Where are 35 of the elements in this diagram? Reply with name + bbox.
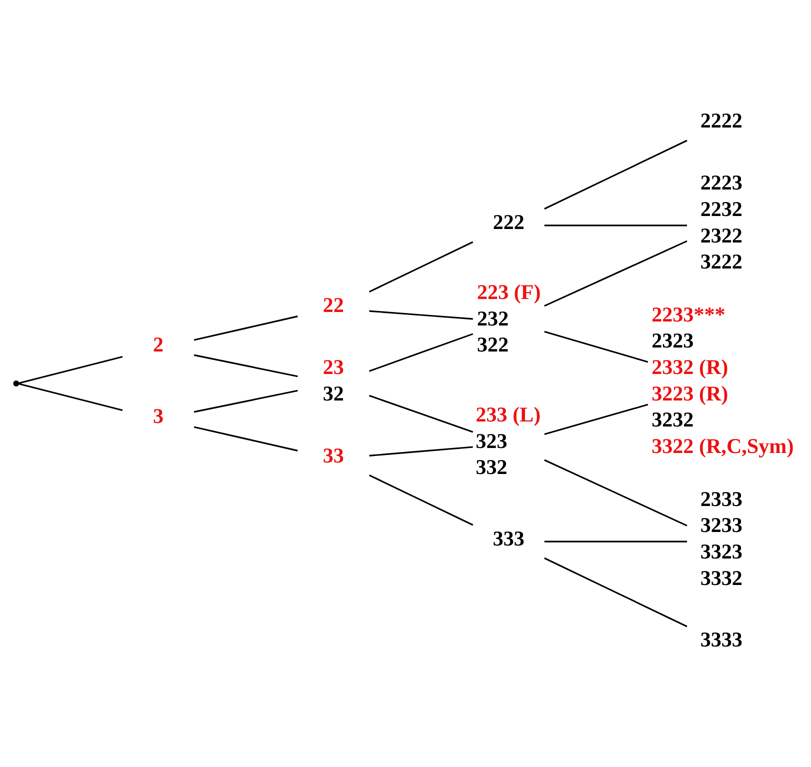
connector	[544, 224, 687, 226]
connector	[369, 310, 473, 320]
connector	[369, 333, 474, 372]
node-text: 33	[322, 443, 344, 468]
connector	[368, 241, 474, 293]
node-text: 22	[322, 293, 344, 318]
connector	[194, 426, 298, 452]
node-text: 2223 2232 2322 3222	[700, 170, 742, 274]
connector	[18, 356, 123, 384]
connector	[368, 474, 474, 526]
connector	[194, 390, 298, 413]
node-point	[13, 380, 20, 387]
node-text: 2233*** 2323 2332 (R) 3223 (R) 3232 3322 (R,C,Sym)	[652, 302, 794, 458]
connector	[544, 540, 687, 542]
node-text: 222	[492, 210, 524, 234]
node-text: 223 (F) 232 322	[477, 280, 541, 357]
connector	[544, 330, 648, 363]
connector	[369, 394, 474, 433]
connector	[544, 557, 688, 628]
node-text: 2333 3233 3323 3332	[700, 486, 742, 590]
node-text: 2222	[700, 108, 742, 133]
connector	[544, 240, 688, 307]
node-text: 3	[152, 404, 164, 428]
node-text: 3333	[700, 628, 742, 652]
node-text: 333	[492, 526, 524, 550]
connector	[194, 316, 298, 341]
connector	[544, 459, 688, 526]
node-text: 2	[152, 332, 164, 357]
node-text: 23 32	[322, 355, 344, 406]
connector	[369, 446, 473, 456]
node-text: 233 (L) 323 332	[476, 402, 541, 480]
connector	[544, 404, 648, 435]
connector	[194, 354, 298, 378]
connector	[18, 383, 123, 412]
connector	[544, 140, 688, 210]
